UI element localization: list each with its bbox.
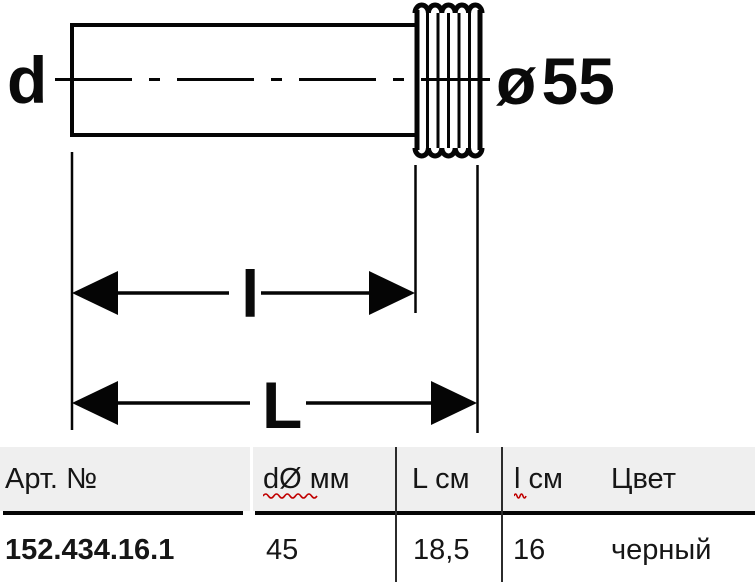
arrowhead-left-icon [72, 381, 118, 425]
label-flange-diameter: ø 55 [496, 44, 615, 118]
ribbed-flange [412, 2, 485, 159]
arrowhead-left-icon [72, 271, 118, 315]
column-divider [394, 447, 397, 582]
label-insertion-length: l [241, 257, 259, 331]
header-divider-segment [255, 511, 755, 515]
header-L-cm: L см [397, 447, 516, 511]
cell-article-number: 152.434.16.1 [5, 533, 175, 566]
pipe-connector-diagram: l L d ø 55 [7, 2, 615, 442]
flange-top-scallops [412, 2, 485, 14]
dimension-L: L [72, 368, 477, 442]
arrowhead-right-icon [431, 381, 477, 425]
extension-lines [70, 152, 479, 433]
spec-table: Арт. № dØ мм L см l см Цвет 152.434.16.1… [0, 447, 755, 588]
cell-color: черный [611, 533, 712, 566]
header-article-number: Арт. № [0, 447, 250, 511]
cell-d-mm: 45 [266, 533, 299, 566]
cell-l-cm: 16 [513, 533, 546, 566]
dimension-l: l [72, 257, 415, 331]
label-overall-length: L [262, 368, 302, 442]
header-color: Цвет [606, 447, 755, 511]
header-d-mm: dØ мм [253, 447, 405, 511]
cell-L-cm: 18,5 [413, 533, 470, 566]
spellcheck-underline-icon [263, 493, 318, 499]
column-divider [500, 447, 503, 582]
header-divider-segment [3, 511, 243, 515]
flange-bottom-scallops [412, 147, 485, 159]
arrowhead-right-icon [369, 271, 415, 315]
spellcheck-underline-icon [514, 493, 527, 499]
header-l-cm: l см [503, 447, 609, 511]
label-pipe-diameter: d [7, 43, 47, 117]
